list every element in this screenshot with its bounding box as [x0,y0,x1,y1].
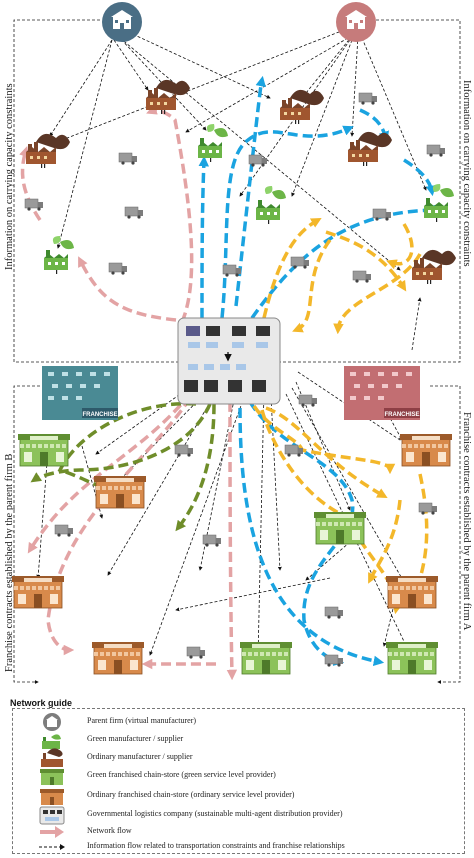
legend-item: Information flow related to transportati… [13,836,464,858]
pink-flows [19,104,238,681]
parent-firm-icon [43,713,61,731]
label-left-bottom: Franchise contracts established by the p… [4,454,15,672]
network-diagram: Information on carrying capacity constra… [4,2,472,684]
ordinary-manufacturer-icon [41,748,63,767]
legend-text: Governmental logistics company (sustaina… [87,809,343,818]
franchise-banner-b: FRANCHISE [42,366,118,420]
franchise-frame-left [13,385,40,684]
legend-text: Information flow related to transportati… [87,841,345,850]
legend-text: Parent firm (virtual manufacturer) [87,716,197,725]
info-frame-top [13,19,178,363]
legend-title: Network guide [10,698,73,708]
green-store-icon [238,640,294,676]
label-left-top: Information on carrying capacity constra… [4,83,15,270]
franchise-frame-right [430,385,461,684]
network-legend: Parent firm (virtual manufacturer) Green… [12,708,465,854]
ordinary-manufacturer-icon [26,133,70,168]
legend-item: Governmental logistics company (sustaina… [13,804,464,826]
logistics-company-hub [177,317,281,405]
legend-text: Green manufacturer / supplier [87,734,184,743]
label-right-bottom: Franchise contracts established by the p… [461,412,472,631]
legend-item: Green manufacturer / supplier [13,729,464,751]
green-manufacturer-icon [42,734,61,749]
legend-text: Ordinary franchised chain-store (ordinar… [87,790,295,799]
legend-text: Network flow [87,826,132,835]
green-store-icon [16,432,72,468]
label-right-top: Information on carrying capacity constra… [461,80,472,267]
legend-item: Green franchised chain-store (green serv… [13,765,464,787]
ordinary-store-icon [384,574,440,610]
legend-item: Ordinary franchised chain-store (ordinar… [13,785,464,807]
logistics-company-icon [39,806,65,825]
green-manufacturer-icon [44,236,74,274]
parent-firm-b-icon [102,2,142,42]
ordinary-store-icon [90,640,146,676]
ordinary-manufacturer-icon [348,131,392,166]
information-flow-icon [39,844,65,850]
info-frame-top-right [280,19,461,363]
franchise-label-a: FRANCHISE [384,412,419,418]
franchise-label-b: FRANCHISE [82,412,117,418]
franchise-banner-a: FRANCHISE [344,366,420,420]
information-flows [36,29,427,659]
green-manufacturer-icon [424,184,454,222]
green-store-icon [384,640,440,676]
ordinary-store-icon [398,432,454,468]
green-manufacturer-icon [256,186,286,224]
legend-text: Green franchised chain-store (green serv… [87,770,276,779]
yellow-flows [252,217,429,615]
legend-item: Network flow [13,821,464,843]
green-store-icon [40,769,64,785]
legend-item: Parent firm (virtual manufacturer) [13,711,464,733]
ordinary-store-icon [92,474,148,510]
green-store-icon [312,510,368,546]
ordinary-store-icon [40,789,64,805]
network-flow-icon [40,826,64,838]
legend-item: Ordinary manufacturer / supplier [13,747,464,769]
legend-text: Ordinary manufacturer / supplier [87,752,193,761]
ordinary-store-icon [10,574,66,610]
parent-firm-a-icon [336,2,376,42]
ordinary-manufacturer-icon [146,79,190,114]
ordinary-manufacturer-icon [280,89,324,124]
green-manufacturer-icon [198,124,228,162]
